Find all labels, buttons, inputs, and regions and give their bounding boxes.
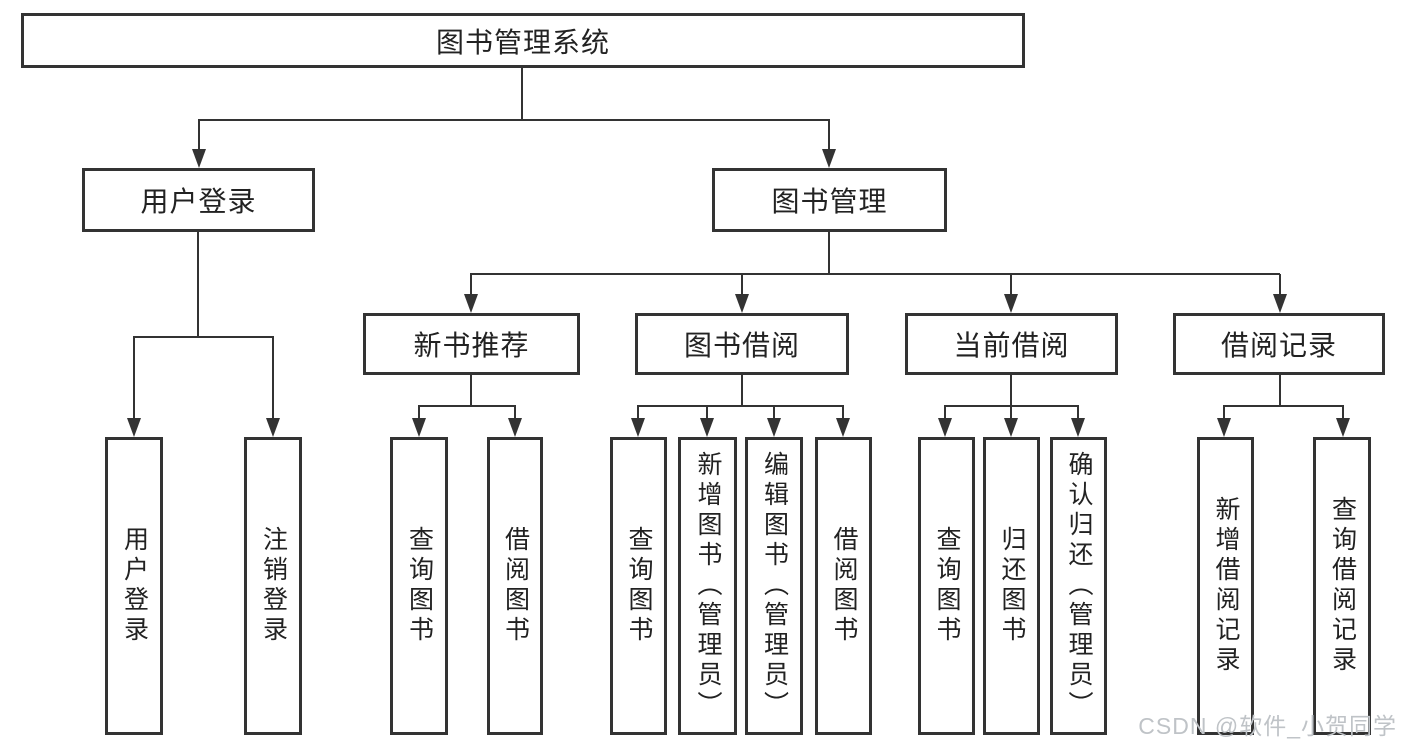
arrow-down <box>1216 406 1232 437</box>
leaf-label: 编辑图书（管理员） <box>760 451 789 721</box>
leaf-edit-book-admin: 编辑图书（管理员） <box>745 437 803 735</box>
arrow-down <box>1335 406 1351 437</box>
node-book-management: 图书管理 <box>712 168 947 232</box>
arrow-down <box>265 337 281 437</box>
leaf-label: 注销登录 <box>259 526 288 646</box>
connector-root-hbar <box>198 119 830 121</box>
leaf-add-book-admin: 新增图书（管理员） <box>678 437 737 735</box>
connector-book-mgmt-stub <box>828 232 830 274</box>
connector-root-stub <box>521 68 523 120</box>
leaf-newbook-borrow-book: 借阅图书 <box>487 437 543 735</box>
arrow-down <box>1003 274 1019 313</box>
leaf-label: 查询借阅记录 <box>1328 496 1357 676</box>
connector-user-login-hbar <box>133 336 274 338</box>
arrow-down <box>734 274 750 313</box>
leaf-label: 借阅图书 <box>830 526 858 646</box>
arrow-down <box>630 406 646 437</box>
connector-borrowrecord-hbar <box>1223 405 1344 407</box>
leaf-label: 借阅图书 <box>501 526 530 646</box>
arrow-down <box>1272 274 1288 313</box>
leaf-label: 查询图书 <box>405 526 434 646</box>
arrow-down <box>766 406 782 437</box>
arrow-down <box>126 337 142 437</box>
connector-bookborrow-stub <box>741 375 743 406</box>
connector-borrowrecord-stub <box>1279 375 1281 406</box>
arrow-down <box>699 406 715 437</box>
leaf-label: 归还图书 <box>998 526 1026 646</box>
arrow-down <box>191 120 207 168</box>
arrow-down <box>835 406 851 437</box>
leaf-label: 查询图书 <box>933 526 961 646</box>
node-new-book-recommend: 新书推荐 <box>363 313 580 375</box>
leaf-label: 确认归还（管理员） <box>1065 451 1093 721</box>
leaf-user-login: 用户登录 <box>105 437 163 735</box>
arrow-down <box>507 406 523 437</box>
arrow-down <box>937 406 953 437</box>
node-book-borrow: 图书借阅 <box>635 313 849 375</box>
arrow-down <box>463 274 479 313</box>
leaf-label: 查询图书 <box>625 526 653 646</box>
connector-newbook-hbar <box>418 405 516 407</box>
arrow-down <box>411 406 427 437</box>
leaf-add-borrow-record: 新增借阅记录 <box>1197 437 1254 735</box>
leaf-current-query-book: 查询图书 <box>918 437 975 735</box>
node-user-login: 用户登录 <box>82 168 315 232</box>
arrow-down <box>821 120 837 168</box>
leaf-label: 新增借阅记录 <box>1212 496 1240 676</box>
leaf-confirm-return-admin: 确认归还（管理员） <box>1050 437 1107 735</box>
leaf-newbook-query-book: 查询图书 <box>390 437 448 735</box>
arrow-down <box>1003 406 1019 437</box>
connector-newbook-stub <box>470 375 472 406</box>
connector-book-mgmt-hbar <box>470 273 1280 275</box>
leaf-borrow-query-book: 查询图书 <box>610 437 667 735</box>
node-borrow-record: 借阅记录 <box>1173 313 1385 375</box>
node-current-borrow: 当前借阅 <box>905 313 1118 375</box>
csdn-watermark: CSDN @软件_小贺同学 <box>1138 713 1397 739</box>
connector-currentborrow-stub <box>1010 375 1012 406</box>
leaf-logout: 注销登录 <box>244 437 302 735</box>
leaf-return-book: 归还图书 <box>983 437 1040 735</box>
connector-bookborrow-hbar <box>637 405 844 407</box>
leaf-label: 新增图书（管理员） <box>694 451 722 721</box>
leaf-label: 用户登录 <box>120 526 149 646</box>
arrow-down <box>1070 406 1086 437</box>
connector-user-login-stub <box>197 232 199 337</box>
leaf-borrow-borrow-book: 借阅图书 <box>815 437 872 735</box>
leaf-query-borrow-record: 查询借阅记录 <box>1313 437 1371 735</box>
node-library-management-system: 图书管理系统 <box>21 13 1025 68</box>
